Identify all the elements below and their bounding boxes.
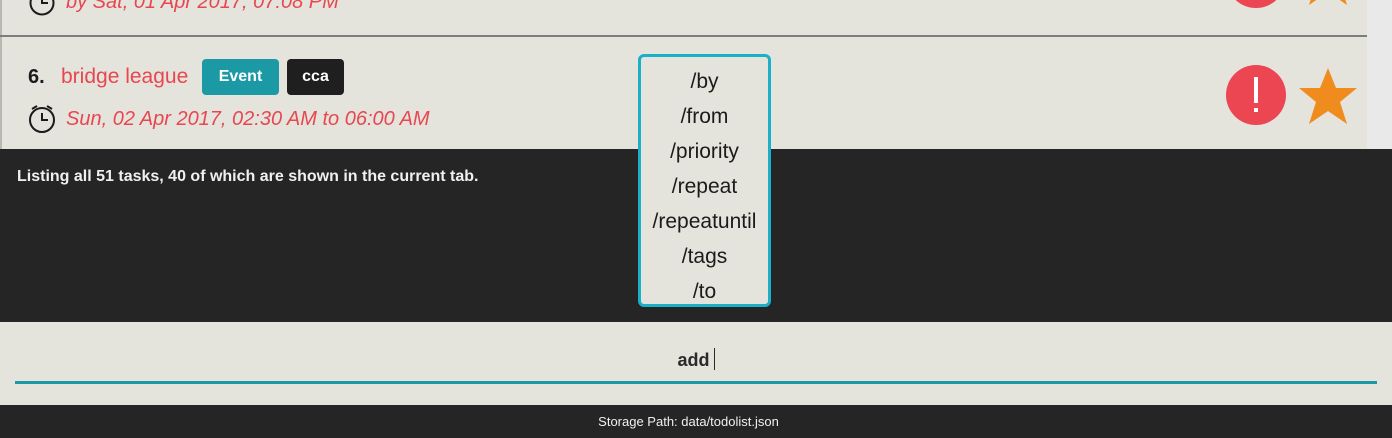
autocomplete-option-by[interactable]: /by: [690, 70, 719, 93]
command-box[interactable]: add: [0, 322, 1392, 405]
result-message: Listing all 51 tasks, 40 of which are sh…: [17, 168, 479, 185]
star-icon[interactable]: [1297, 0, 1359, 12]
list-left-border: [0, 0, 2, 149]
text-caret: [713, 348, 715, 371]
status-bar: Storage Path: data/todolist.json: [0, 405, 1392, 438]
autocomplete-option-from[interactable]: /from: [680, 105, 729, 128]
storage-path: Storage Path: data/todolist.json: [598, 414, 779, 429]
tag-event: Event: [202, 59, 279, 95]
clock-icon: [27, 0, 57, 21]
task-date: Sun, 02 Apr 2017, 02:30 AM to 06:00 AM: [66, 108, 430, 130]
command-input-value: add: [677, 350, 710, 370]
scrollbar-thumb[interactable]: [1373, 0, 1386, 149]
autocomplete-popup: /by /from /priority /repeat /repeatuntil…: [638, 54, 771, 307]
high-priority-icon: [1226, 0, 1286, 13]
task-name: bridge league: [61, 65, 189, 88]
autocomplete-option-repeat[interactable]: /repeat: [671, 175, 738, 198]
star-icon[interactable]: [1297, 66, 1359, 131]
autocomplete-option-to[interactable]: /to: [692, 280, 717, 303]
task-divider: [0, 35, 1367, 37]
tag-cca: cca: [287, 59, 344, 95]
task-date: by Sat, 01 Apr 2017, 07:08 PM: [66, 0, 339, 13]
clock-icon: [27, 104, 57, 139]
task-index: 6.: [28, 66, 45, 88]
autocomplete-option-repeatuntil[interactable]: /repeatuntil: [652, 210, 757, 233]
high-priority-icon: [1226, 65, 1286, 130]
autocomplete-option-tags[interactable]: /tags: [681, 245, 728, 268]
command-underline: [15, 381, 1377, 384]
autocomplete-option-priority[interactable]: /priority: [670, 140, 739, 163]
task-list-scrollbar[interactable]: [1367, 0, 1392, 149]
command-input[interactable]: add: [0, 348, 1392, 372]
